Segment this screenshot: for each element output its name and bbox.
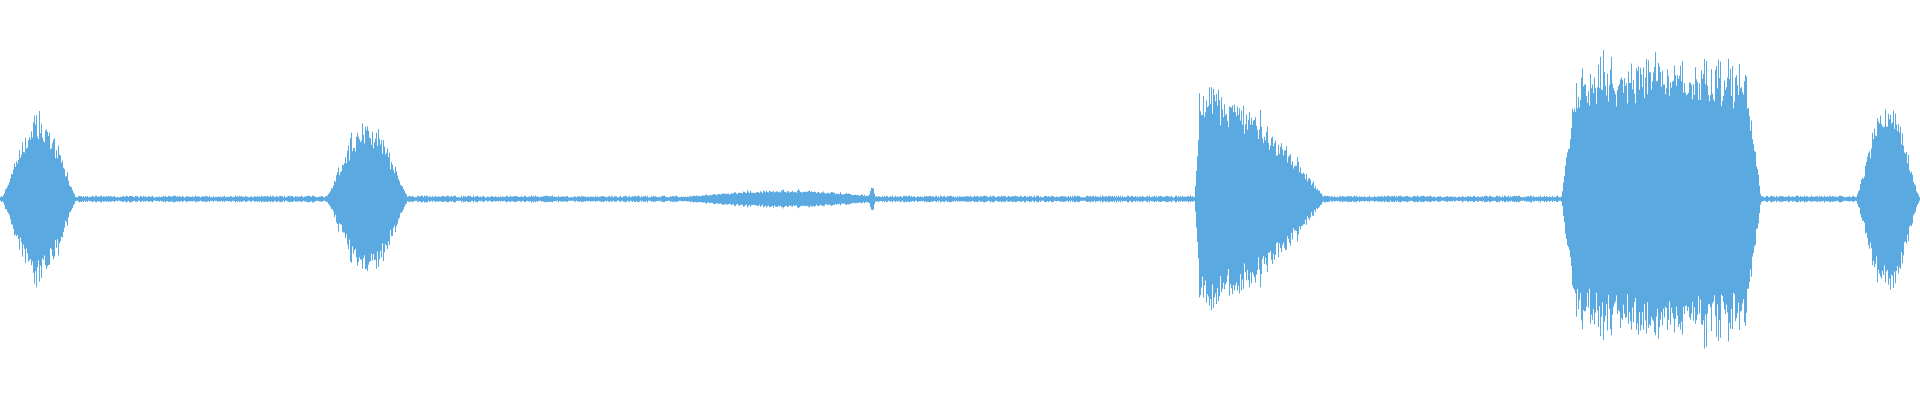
waveform-samples <box>0 50 1920 349</box>
waveform-trace <box>0 50 1920 349</box>
